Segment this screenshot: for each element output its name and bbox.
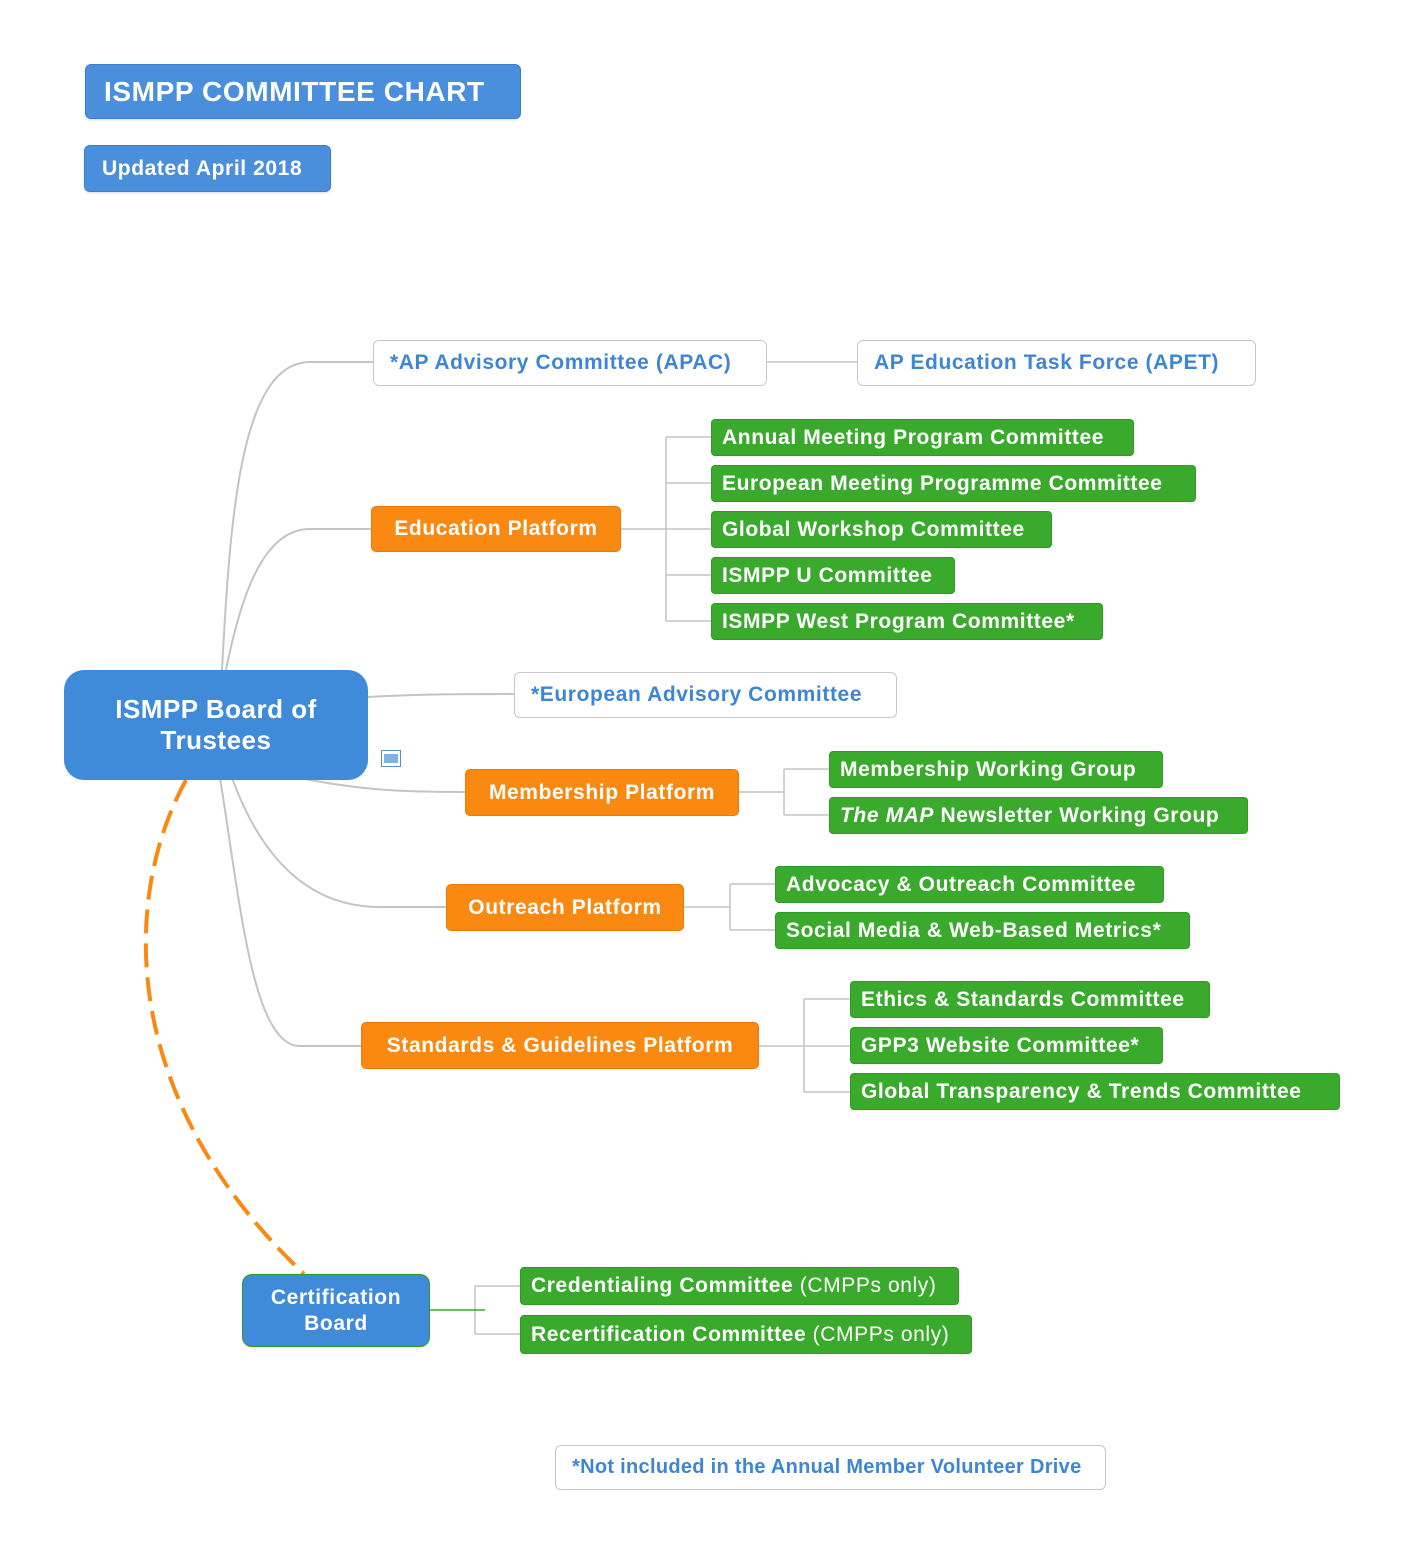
standards-child-label: Global Transparency & Trends Committee [861,1079,1302,1103]
certification-board-line2: Board [304,1311,368,1335]
standards-child-label: Ethics & Standards Committee [861,987,1185,1011]
note-icon[interactable] [381,750,401,767]
education-child-label: European Meeting Programme Committee [722,471,1163,495]
apac-node[interactable]: *AP Advisory Committee (APAC) [373,340,767,386]
certification-child-node[interactable]: Credentialing Committee (CMPPs only) [520,1267,959,1305]
education-child-node[interactable]: Global Workshop Committee [711,511,1052,548]
outreach-child-label: Social Media & Web-Based Metrics* [786,918,1162,942]
updated-badge-text: Updated April 2018 [102,156,303,180]
certification-child-node[interactable]: Recertification Committee (CMPPs only) [520,1315,972,1354]
education-platform-node[interactable]: Education Platform [371,506,621,552]
recertification-label: Recertification Committee [531,1322,807,1346]
membership-child-label: Membership Working Group [840,757,1137,781]
footnote-text: *Not included in the Annual Member Volun… [572,1456,1082,1478]
education-child-node[interactable]: ISMPP West Program Committee* [711,603,1103,640]
education-platform-label: Education Platform [394,517,598,540]
education-child-node[interactable]: European Meeting Programme Committee [711,465,1196,502]
european-advisory-node[interactable]: *European Advisory Committee [514,672,897,718]
standards-child-node[interactable]: GPP3 Website Committee* [850,1027,1163,1064]
certification-board-node[interactable]: Certification Board [242,1274,430,1347]
education-child-label: Annual Meeting Program Committee [722,425,1105,449]
updated-badge: Updated April 2018 [84,145,331,192]
outreach-platform-node[interactable]: Outreach Platform [446,884,684,931]
standards-platform-label: Standards & Guidelines Platform [386,1033,734,1057]
credentialing-label: Credentialing Committee [531,1274,794,1297]
membership-platform-node[interactable]: Membership Platform [465,769,739,816]
certification-board-line1: Certification [270,1285,402,1309]
board-of-trustees-line1: ISMPP Board of [115,694,317,724]
outreach-child-label: Advocacy & Outreach Committee [786,872,1136,896]
standards-child-node[interactable]: Ethics & Standards Committee [850,981,1210,1018]
credentialing-suffix: (CMPPs only) [793,1274,937,1297]
european-advisory-label: *European Advisory Committee [531,683,863,706]
membership-platform-label: Membership Platform [488,780,716,804]
membership-child-node[interactable]: Membership Working Group [829,751,1163,788]
education-child-node[interactable]: ISMPP U Committee [711,557,955,594]
education-child-label: ISMPP U Committee [722,563,933,587]
recertification-suffix: (CMPPs only) [806,1322,950,1346]
apet-node[interactable]: AP Education Task Force (APET) [857,340,1256,386]
map-newsletter-rest: Newsletter Working Group [934,803,1220,827]
outreach-platform-label: Outreach Platform [468,895,662,919]
membership-child-node[interactable]: The MAP Newsletter Working Group [829,797,1248,834]
chart-title-text: ISMPP COMMITTEE CHART [104,75,485,107]
board-of-trustees-node[interactable]: ISMPP Board of Trustees [64,670,368,780]
footnote: *Not included in the Annual Member Volun… [555,1445,1106,1490]
standards-platform-node[interactable]: Standards & Guidelines Platform [361,1022,759,1069]
standards-child-label: GPP3 Website Committee* [861,1033,1140,1057]
board-of-trustees-line2: Trustees [160,725,272,755]
education-child-label: ISMPP West Program Committee* [722,609,1075,633]
education-child-node[interactable]: Annual Meeting Program Committee [711,419,1134,456]
education-child-label: Global Workshop Committee [722,517,1025,541]
outreach-child-node[interactable]: Social Media & Web-Based Metrics* [775,912,1190,949]
apac-label: *AP Advisory Committee (APAC) [390,351,732,374]
chart-title: ISMPP COMMITTEE CHART [85,64,521,119]
outreach-child-node[interactable]: Advocacy & Outreach Committee [775,866,1164,903]
apet-label: AP Education Task Force (APET) [874,351,1220,374]
standards-child-node[interactable]: Global Transparency & Trends Committee [850,1073,1340,1110]
map-newsletter-italic: The MAP [840,803,935,827]
